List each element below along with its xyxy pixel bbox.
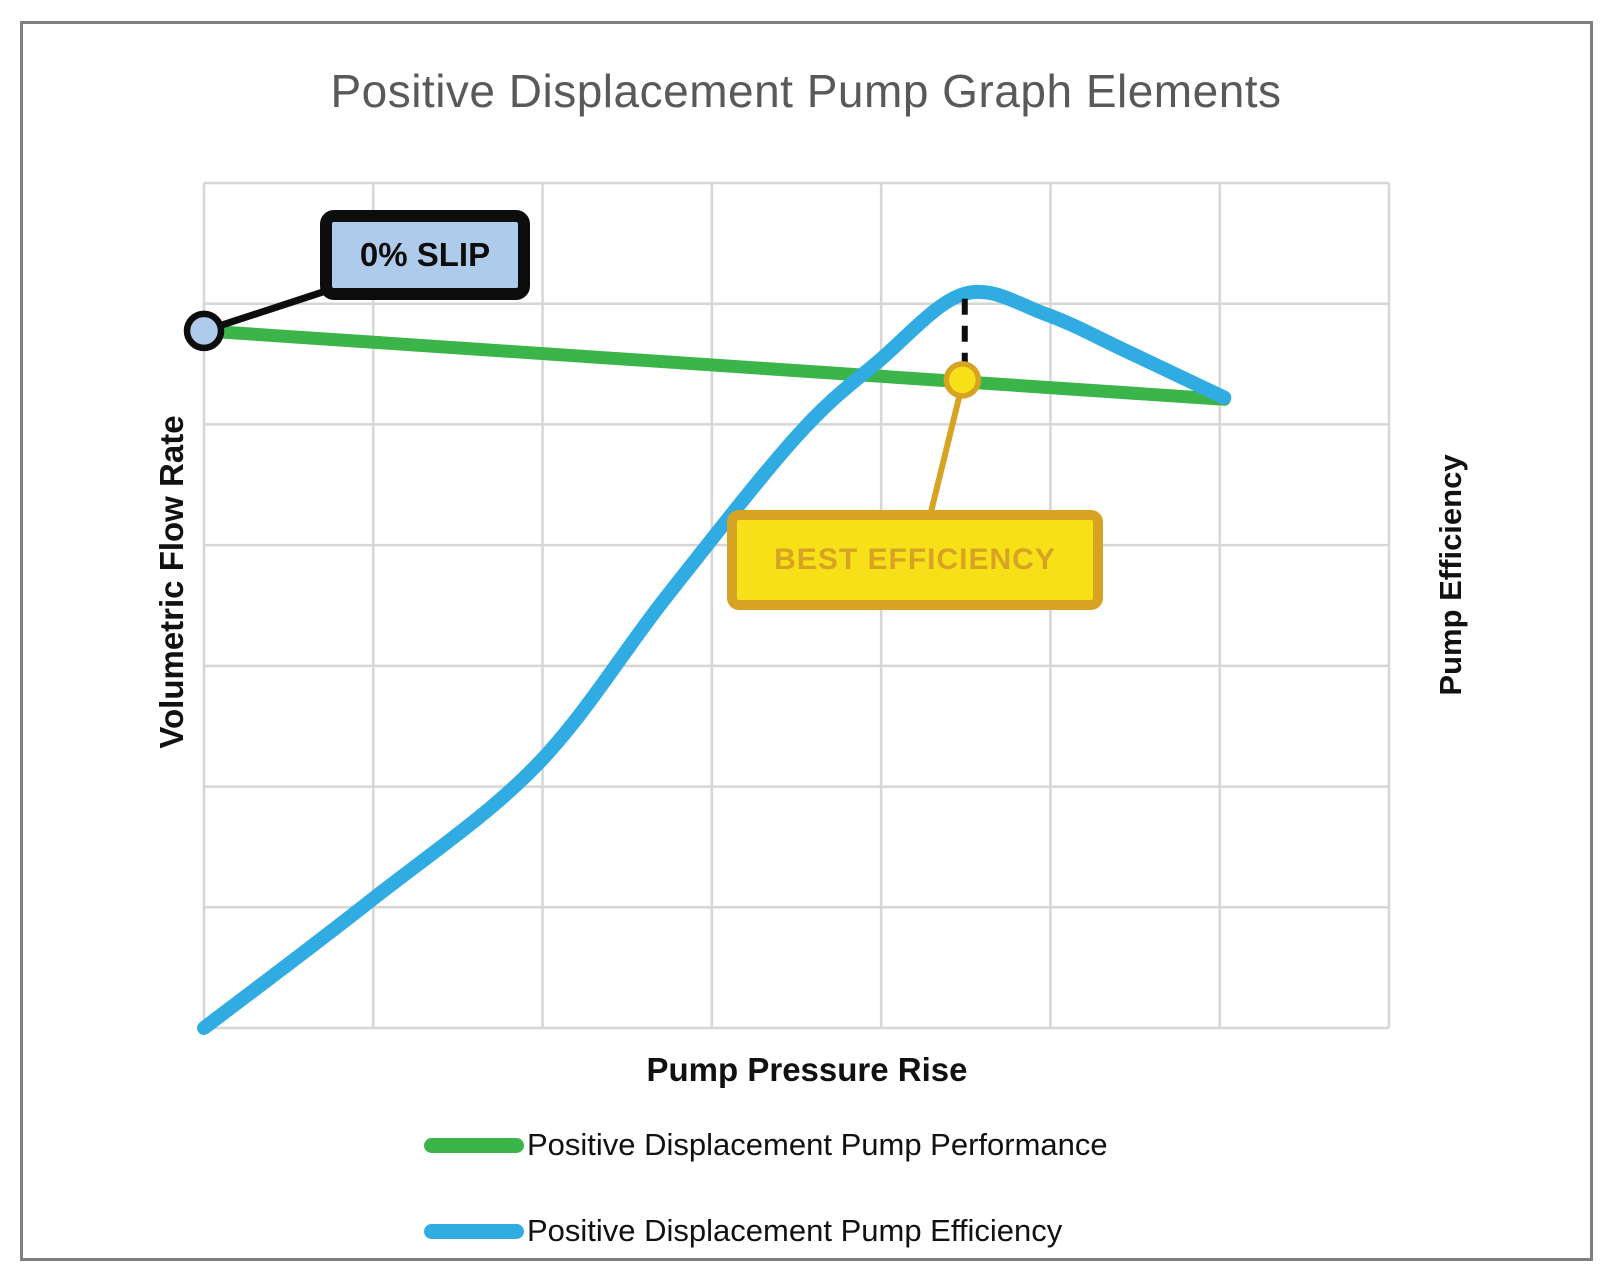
annotation-best-efficiency: BEST EFFICIENCY [727, 510, 1103, 610]
y-axis-label-left: Volumetric Flow Rate [153, 415, 190, 749]
x-axis-label: Pump Pressure Rise [646, 1051, 968, 1088]
chart-title: Positive Displacement Pump Graph Element… [330, 65, 1282, 117]
annotation-zero-slip-label: 0% SLIP [359, 236, 491, 273]
annotation-zero-slip: 0% SLIP [320, 210, 530, 300]
legend-label-performance: Positive Displacement Pump Performance [527, 1127, 1108, 1162]
annotation-best-efficiency-label: BEST EFFICIENCY [774, 543, 1056, 576]
legend-item-performance: Positive Displacement Pump Performance [424, 1122, 1108, 1168]
figure-border [20, 21, 1593, 1261]
efficiency-line-swatch-icon [424, 1223, 524, 1239]
performance-line-swatch-icon [424, 1137, 524, 1153]
legend-item-efficiency: Positive Displacement Pump Efficiency [424, 1208, 1108, 1254]
legend-label-efficiency: Positive Displacement Pump Efficiency [527, 1213, 1063, 1248]
y-axis-label-right: Pump Efficiency [1433, 454, 1468, 696]
legend: Positive Displacement Pump Performance P… [424, 1122, 1108, 1254]
